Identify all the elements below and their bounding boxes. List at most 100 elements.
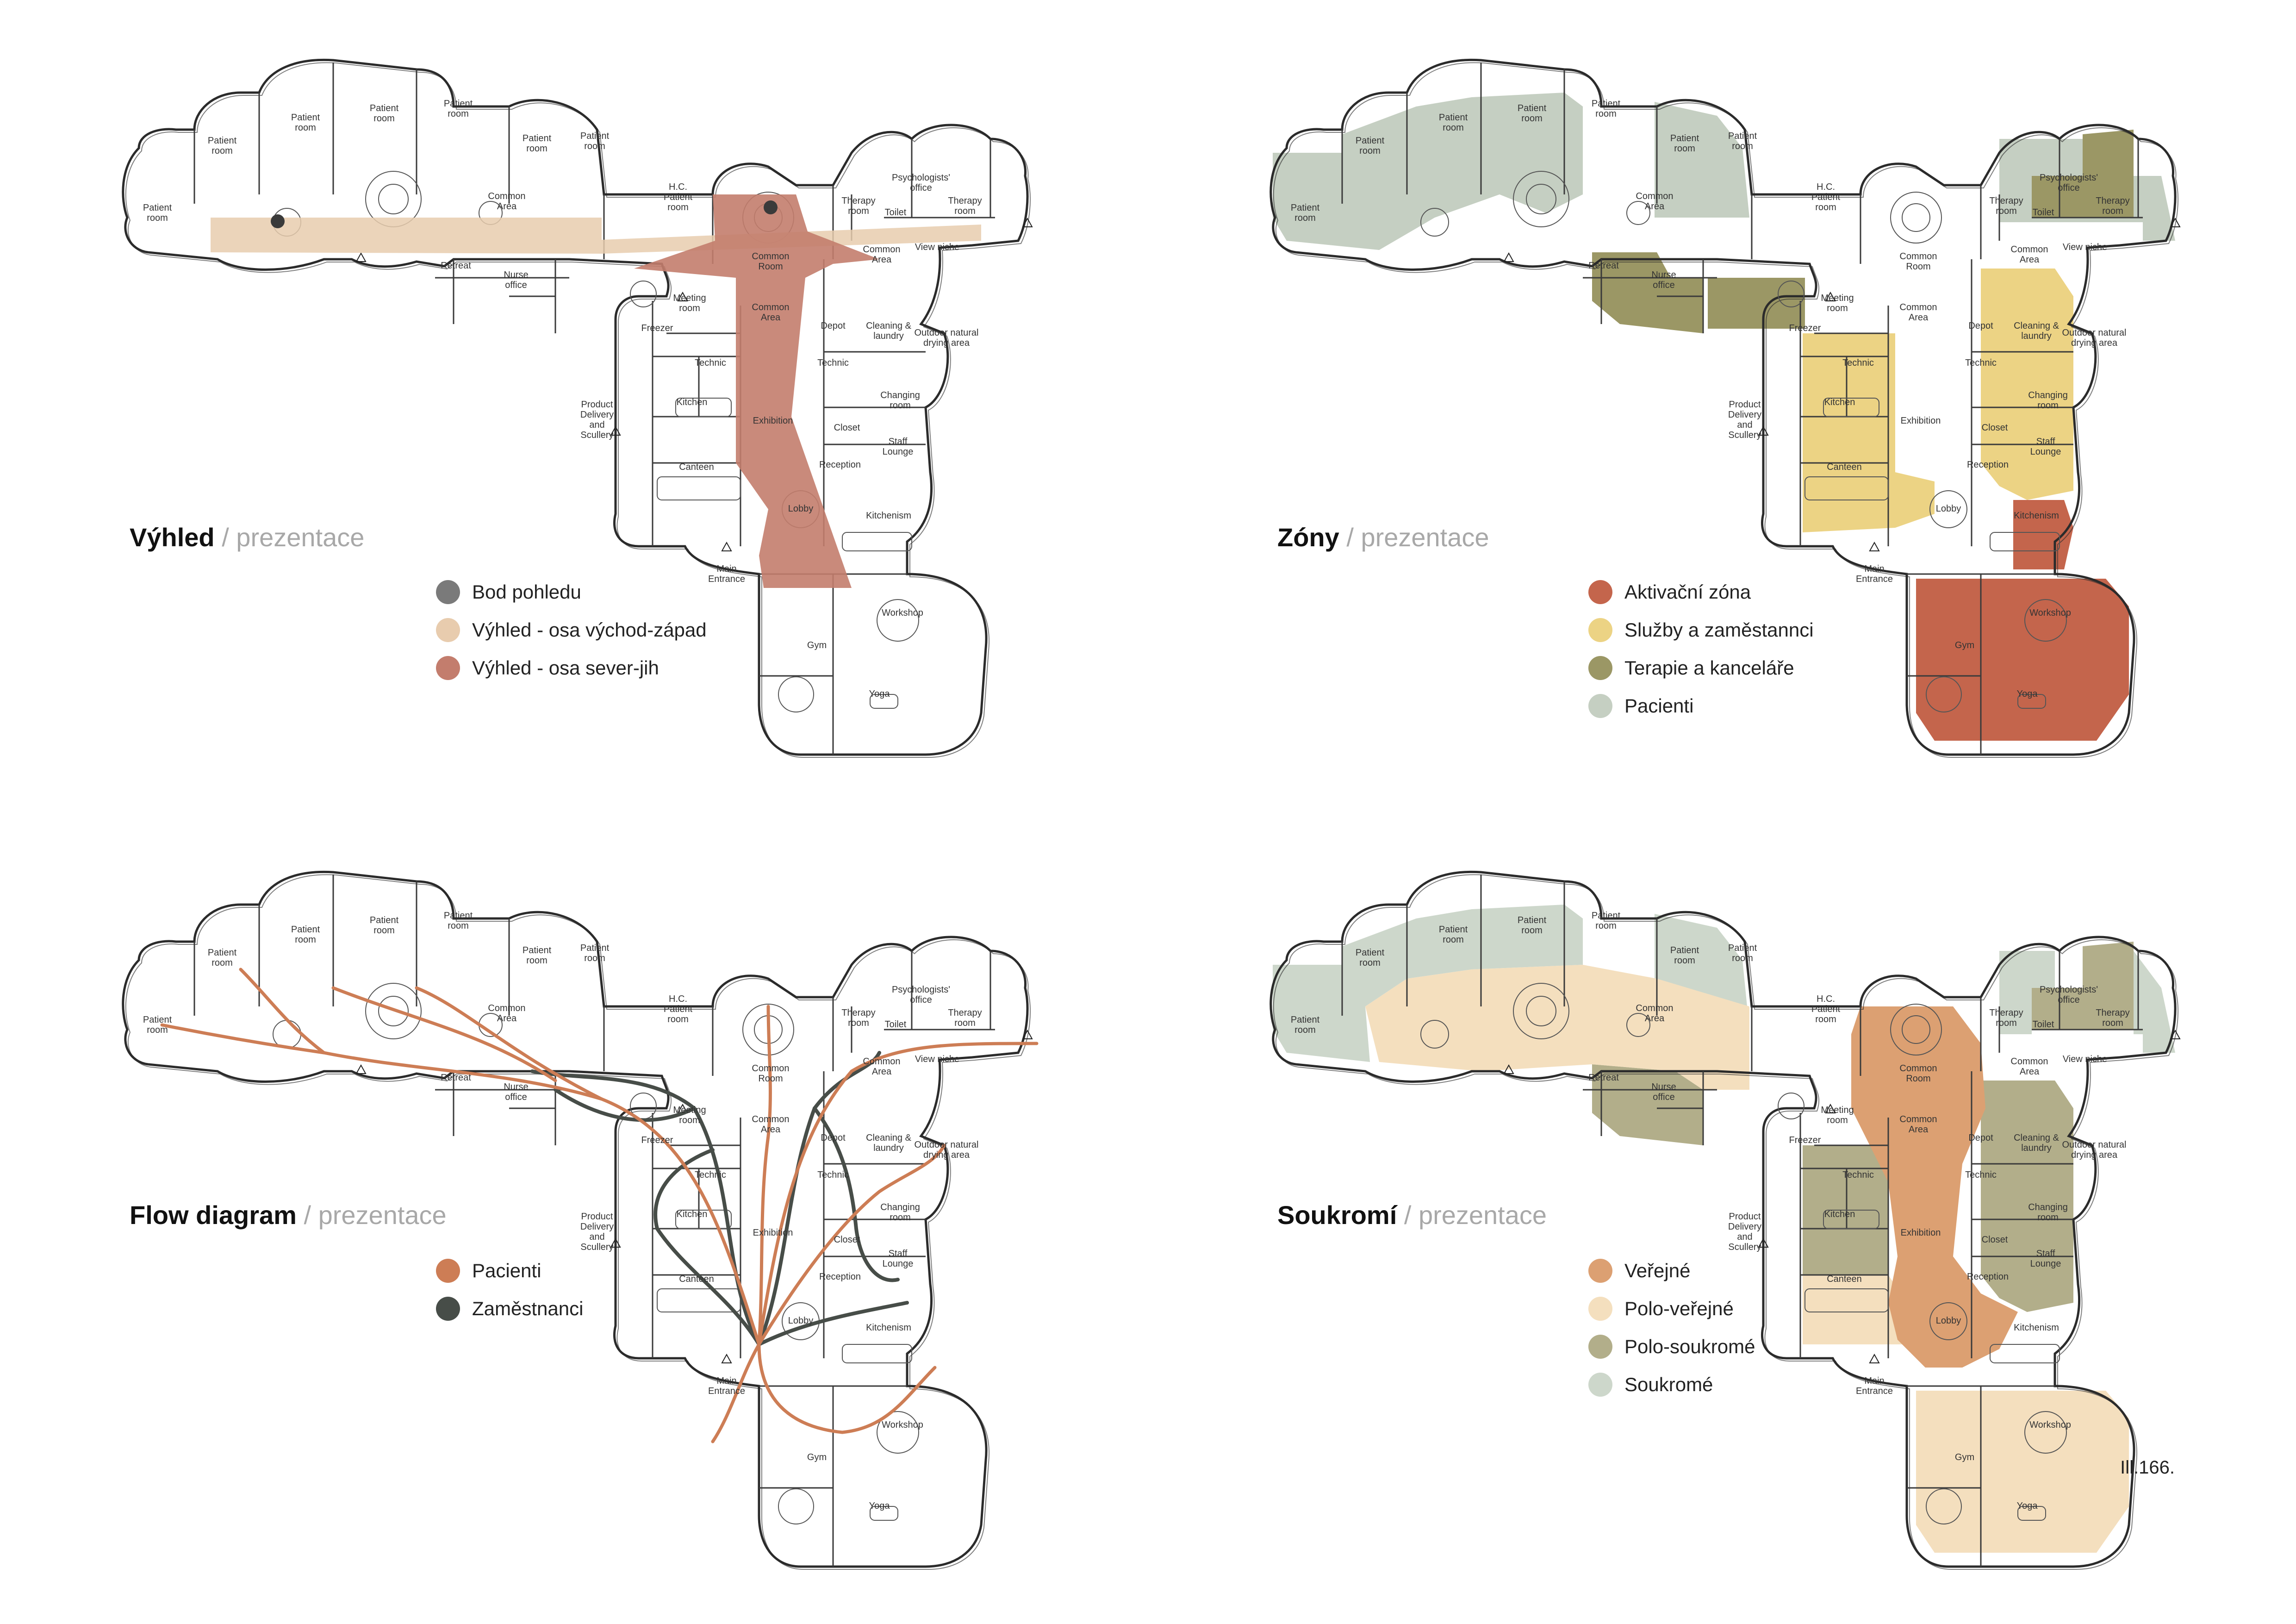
- zone-therapy-offices: [1708, 278, 1805, 329]
- furniture-table-icon: [2024, 1411, 2067, 1454]
- flow-line-patients: [239, 968, 326, 1055]
- zone-semi-public: [1365, 965, 1749, 1090]
- room-label-line: Closet: [834, 1235, 860, 1245]
- room-label: View niche: [2063, 242, 2107, 252]
- room-label: Kitchenism: [2014, 511, 2059, 521]
- room-label: Depot: [821, 1133, 846, 1143]
- room-label-line: Toilet: [885, 207, 907, 218]
- room-label: Depot: [1968, 321, 1993, 331]
- room-label-line: Common: [488, 191, 525, 201]
- room-label-line: Reception: [1967, 1272, 2009, 1282]
- flow-line-patients: [757, 1343, 937, 1434]
- room-label: Kitchen: [677, 397, 708, 407]
- room-label-line: and: [589, 1232, 604, 1242]
- room-label-line: Patient: [523, 133, 552, 144]
- legend-swatch-icon: [1588, 1259, 1612, 1283]
- room-label-line: Yoga: [2017, 689, 2038, 699]
- room-label-line: room: [1359, 958, 1381, 968]
- room-label-line: Exhibition: [753, 416, 793, 426]
- room-label-line: Patient: [208, 948, 237, 958]
- room-label: Kitchenism: [866, 511, 911, 521]
- furniture-bench-icon: [657, 476, 741, 500]
- room-label-line: Changing: [2028, 390, 2068, 400]
- building-outline: [1269, 870, 2181, 1570]
- zone-semi-public: [1916, 1391, 2129, 1553]
- entrance-arrow-icon: [1022, 1029, 1033, 1039]
- room-label: Freezer: [1789, 323, 1821, 333]
- furniture-bench-icon: [2017, 694, 2046, 709]
- view-axis-north-south: [634, 194, 879, 588]
- room-label-line: Lobby: [788, 504, 814, 514]
- legend-swatch-icon: [436, 1259, 460, 1283]
- room-label-line: Kitchen: [677, 1209, 708, 1219]
- room-label-line: H.C.: [669, 182, 687, 192]
- room-label-line: office: [910, 995, 932, 1005]
- room-label-line: laundry: [2021, 331, 2052, 341]
- room-label-line: Canteen: [679, 1274, 714, 1284]
- panel-title-main: Soukromí: [1277, 1200, 1397, 1230]
- room-label: Toilet: [2033, 1019, 2054, 1030]
- room-label-line: room: [1996, 1018, 2017, 1028]
- room-label-line: Area: [1909, 1124, 1929, 1135]
- entrance-arrow-icon: [610, 425, 621, 436]
- zone-private: [2134, 951, 2175, 1053]
- legend-label: Veřejné: [1624, 1260, 1691, 1281]
- room-label-line: Patient: [1592, 911, 1621, 921]
- room-label-line: Common: [1899, 1114, 1937, 1124]
- room-label: Retreat: [441, 261, 471, 271]
- room-label-line: Therapy: [1989, 1008, 2023, 1018]
- room-label-line: Retreat: [1588, 261, 1619, 271]
- room-label-line: Exhibition: [753, 1228, 793, 1238]
- viewpoint-marker: [764, 200, 778, 214]
- room-label-line: Exhibition: [1901, 1228, 1941, 1238]
- legend-item: Soukromé: [1588, 1366, 1755, 1404]
- room-label-line: Psychologists': [892, 985, 950, 995]
- room-label-line: Scullery: [1728, 1242, 1761, 1252]
- room-label-line: drying area: [2071, 1150, 2118, 1160]
- room-label-line: Depot: [1968, 1133, 1993, 1143]
- room-label: Closet: [1982, 1235, 2008, 1245]
- room-label-line: room: [295, 935, 316, 945]
- room-label-line: Freezer: [1789, 1135, 1821, 1145]
- zone-therapy-offices: [2032, 130, 2134, 218]
- room-label-line: Patient: [208, 136, 237, 146]
- furniture-table-icon: [1526, 184, 1556, 214]
- room-label-line: Patient: [1518, 103, 1547, 113]
- furniture-table-icon: [630, 281, 657, 307]
- room-label-line: Changing: [880, 390, 920, 400]
- building-outline-inner: [125, 62, 1031, 758]
- furniture-bench-icon: [2017, 1506, 2046, 1521]
- entrance-arrow-icon: [2170, 217, 2181, 227]
- room-label-line: room: [1732, 141, 1753, 151]
- room-label-line: Freezer: [1789, 323, 1821, 333]
- room-label-line: Area: [497, 201, 517, 212]
- figure-label: Ill.166.: [2120, 1457, 2175, 1478]
- viewpoint-marker: [271, 214, 285, 228]
- room-label-line: room: [295, 123, 316, 133]
- room-label-line: office: [505, 280, 527, 290]
- room-label-line: Common: [1636, 1003, 1673, 1013]
- room-label-line: Yoga: [869, 1501, 890, 1511]
- furniture-table-icon: [1626, 1013, 1650, 1037]
- room-label-line: drying area: [923, 1150, 970, 1160]
